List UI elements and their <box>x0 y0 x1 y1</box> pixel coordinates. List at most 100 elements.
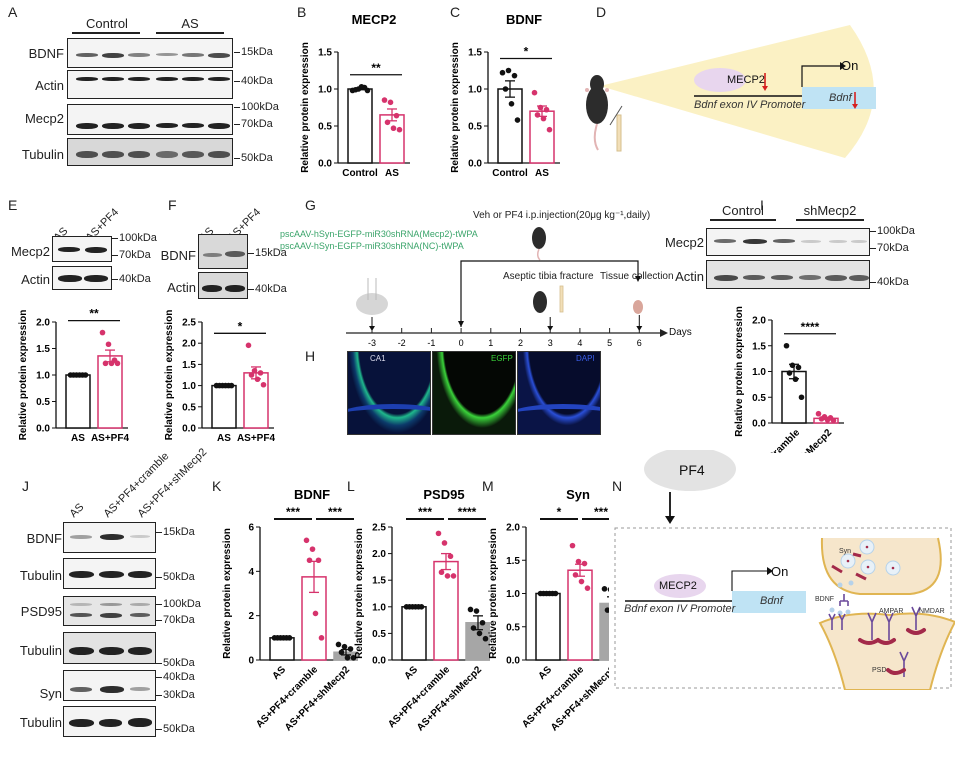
marker-50kda: 50kDa <box>234 152 273 164</box>
pf4-ellipse <box>644 450 736 491</box>
data-point <box>569 542 576 549</box>
data-point <box>476 630 483 637</box>
y-tick-label: 0.5 <box>752 393 766 404</box>
y-tick-label: 1.5 <box>506 556 520 567</box>
marker-100kda: 100kDa <box>112 232 157 244</box>
bar-as <box>535 592 561 661</box>
significance-label: **** <box>458 505 477 519</box>
y-tick-label: 0.0 <box>36 424 50 435</box>
timeline-tick-label: 5 <box>607 338 612 348</box>
y-tick-label: 1.5 <box>36 344 50 355</box>
bar-as <box>65 374 91 429</box>
data-point <box>315 557 322 564</box>
data-point <box>534 112 541 118</box>
mouse-icon <box>585 75 609 151</box>
x-tick-label: AS <box>271 664 289 682</box>
data-point <box>783 342 790 349</box>
x-tick-label: AS+PF4 <box>91 433 130 444</box>
significance-label: * <box>524 45 529 59</box>
timeline-tick-label: 0 <box>459 338 464 348</box>
data-point <box>245 342 252 349</box>
group-line <box>72 32 140 34</box>
y-tick-label: 0.5 <box>372 629 386 640</box>
marker-70kda: 70kDa <box>112 249 151 261</box>
blot-syn <box>63 670 156 701</box>
trkb-receptor <box>839 594 849 606</box>
significance-label: *** <box>594 505 608 519</box>
y-tick-label: 0 <box>248 656 254 667</box>
x-tick-label: Control <box>492 168 528 179</box>
data-point <box>441 540 448 546</box>
significance-label: *** <box>286 505 300 519</box>
timeline-tick-label: 1 <box>488 338 493 348</box>
data-point <box>303 537 310 544</box>
blot-actin <box>67 70 233 99</box>
micro-image-merged: CA1 <box>347 351 431 435</box>
blot-mecp2 <box>706 228 870 256</box>
data-point <box>350 654 357 661</box>
presynaptic-terminal <box>820 537 942 595</box>
y-tick-label: 1.5 <box>468 48 482 59</box>
bdnf-label: BDNF <box>815 596 835 603</box>
pf4-label: PF4 <box>679 462 705 478</box>
marker-70kda: 70kDa <box>234 118 273 130</box>
data-point <box>470 625 477 631</box>
data-point <box>531 89 538 96</box>
y-tick-label: 2.0 <box>182 339 196 350</box>
y-tick-label: 1.5 <box>752 341 766 352</box>
marker-50kda: 50kDa <box>156 571 195 583</box>
y-tick-label: 2.0 <box>36 318 50 329</box>
y-tick-label: 2.0 <box>752 316 766 327</box>
mecp2-label: MECP2 <box>659 580 697 592</box>
transcription-arrow <box>801 65 840 87</box>
data-point <box>479 619 486 626</box>
timeline-tick-label: 4 <box>577 338 582 348</box>
data-point <box>543 106 550 113</box>
y-tick-label: 0.0 <box>318 159 332 170</box>
y-tick-label: 1.5 <box>372 576 386 587</box>
lane-label: AS <box>67 501 87 520</box>
significance-label: ** <box>89 307 99 321</box>
transcription-arrow <box>731 570 768 591</box>
y-tick-label: 1.0 <box>372 602 386 613</box>
data-point <box>222 382 229 389</box>
bdnf-gene-box <box>802 87 876 109</box>
data-point <box>412 604 419 610</box>
mecp2-ellipse <box>694 68 746 92</box>
data-point <box>358 83 365 90</box>
data-point <box>114 360 121 367</box>
data-point <box>251 367 258 374</box>
micro-image-dapi: DAPI <box>517 351 601 435</box>
panel-label-a: A <box>8 4 18 20</box>
y-tick-label: 4 <box>248 567 254 578</box>
injection-label: Veh or PF4 i.p.injection(20μg kg⁻¹,daily… <box>473 210 651 221</box>
brain-icon <box>356 278 388 315</box>
timeline-tick-label: 3 <box>548 338 553 348</box>
marker-100kda: 100kDa <box>156 598 201 610</box>
data-point <box>435 530 442 537</box>
tissue-icon <box>633 300 643 314</box>
data-point <box>344 654 351 661</box>
data-point <box>572 572 579 578</box>
x-tick-label: AS <box>535 168 549 179</box>
data-point <box>406 604 413 610</box>
data-point <box>381 97 388 103</box>
syn-label: Syn <box>839 548 852 555</box>
significance-label: *** <box>328 505 342 519</box>
data-point <box>70 372 77 378</box>
y-tick-label: 2.5 <box>182 318 196 329</box>
data-point <box>482 635 489 642</box>
data-point <box>584 585 591 591</box>
x-tick-label: AS <box>71 433 85 444</box>
chart-title: MECP2 <box>352 12 397 27</box>
y-tick-label: 1.0 <box>468 85 482 96</box>
data-point <box>795 364 802 371</box>
data-point <box>578 578 585 585</box>
group-line <box>796 219 864 221</box>
data-point <box>280 635 287 641</box>
psd-label: PSD <box>872 667 887 674</box>
tibia-bone-icon <box>609 105 623 152</box>
data-point <box>604 607 609 613</box>
dashed-box <box>614 527 952 689</box>
